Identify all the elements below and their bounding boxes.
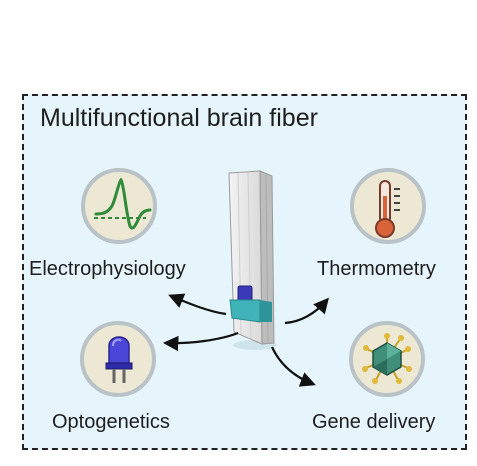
- electrophysiology-waveform-icon: [94, 177, 152, 230]
- arrow-to-electrophysiology: [168, 293, 227, 316]
- thermometer-icon: [375, 180, 400, 238]
- led-icon: [105, 336, 133, 383]
- virus-icon: [362, 333, 412, 384]
- label-optogenetics: Optogenetics: [52, 411, 170, 433]
- label-gene-delivery: Gene delivery: [312, 411, 436, 433]
- diagram-title: Multifunctional brain fiber: [40, 104, 318, 132]
- brain-fiber: [228, 170, 277, 350]
- arrow-to-gene-delivery: [271, 346, 316, 387]
- label-electrophysiology: Electrophysiology: [29, 258, 186, 280]
- arrow-to-thermometry: [284, 297, 330, 325]
- arrows: [162, 293, 330, 387]
- arrow-to-optogenetics: [162, 331, 239, 352]
- label-thermometry: Thermometry: [317, 258, 436, 280]
